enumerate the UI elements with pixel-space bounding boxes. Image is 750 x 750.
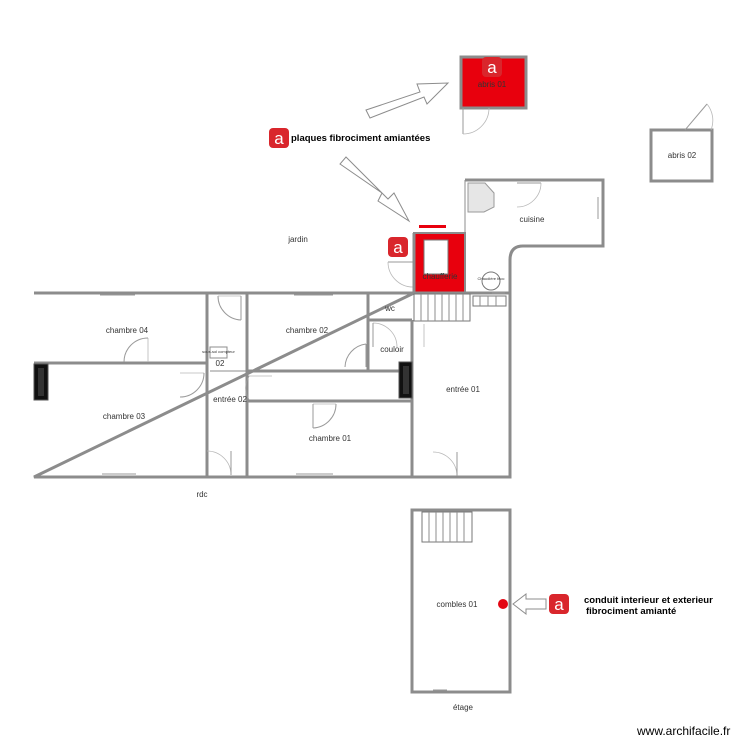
arrow-to-conduit	[512, 592, 547, 616]
boiler-icon	[481, 271, 501, 291]
stove-inner	[403, 366, 409, 394]
arrow-to-chaufferie	[339, 156, 411, 223]
chambre-01-label: chambre 01	[309, 434, 352, 443]
door-arc	[387, 261, 414, 288]
wc-label: wc	[384, 304, 395, 313]
placard-label: sous-sol compteur	[202, 349, 235, 354]
corner-fixture	[467, 182, 495, 213]
entree-02-label: entrée 02	[213, 395, 247, 404]
water-heater	[423, 239, 449, 275]
door-arc	[462, 107, 490, 135]
combles-01-label: combles 01	[437, 600, 478, 609]
chambre-04-label: chambre 04	[106, 326, 149, 335]
abris-01-label: abris 01	[478, 80, 507, 89]
level-etage-label: étage	[453, 703, 474, 712]
asbestos-marker[interactable]: a	[388, 237, 408, 257]
conduit-point[interactable]	[498, 599, 508, 609]
placard-number: 02	[216, 359, 225, 368]
arrow-to-abris	[365, 82, 450, 119]
jardin-label: jardin	[287, 235, 308, 244]
asbestos-marker[interactable]: a	[482, 57, 502, 77]
marker-glyph: a	[274, 129, 284, 148]
couloir-label: couloir	[380, 345, 404, 354]
conduit-note-line1: conduit interieur et exterieur	[584, 595, 713, 606]
door-arc	[706, 103, 714, 131]
doors	[100, 292, 505, 477]
level-rdc-label: rdc	[196, 490, 207, 499]
marker-glyph: a	[393, 238, 403, 257]
house-walls	[33, 233, 512, 479]
door-leaf	[684, 103, 708, 131]
staircase-rdc[interactable]	[413, 293, 507, 322]
plaques-note: plaques fibrociment amiantées	[291, 133, 430, 144]
site-footer[interactable]: www.archifacile.fr	[636, 724, 730, 738]
cuisine[interactable]: cuisine Chaudière bloc	[464, 178, 605, 295]
abris-02-label: abris 02	[668, 151, 697, 160]
door-arc	[516, 182, 542, 208]
conduit-note-line2: fibrociment amianté	[586, 606, 676, 617]
asbestos-marker[interactable]: a	[549, 594, 569, 614]
asbestos-marker[interactable]: a	[269, 128, 289, 148]
abris-02[interactable]: abris 02	[649, 103, 714, 183]
chambre-02-label: chambre 02	[286, 326, 329, 335]
marker-glyph: a	[487, 58, 497, 77]
boiler-label: Chaudière bloc	[478, 276, 505, 281]
placard-02[interactable]: sous-sol compteur 02	[202, 346, 236, 368]
cuisine-label: cuisine	[520, 215, 545, 224]
chambre-03-label: chambre 03	[103, 412, 146, 421]
chaufferie[interactable]: chaufferie	[387, 225, 466, 294]
marker-glyph: a	[554, 595, 564, 614]
flue-mark	[419, 225, 446, 228]
entree-01-label: entrée 01	[446, 385, 480, 394]
combles-01[interactable]: combles 01	[410, 508, 512, 694]
stove-inner	[38, 368, 44, 396]
chaufferie-label: chaufferie	[423, 272, 459, 281]
